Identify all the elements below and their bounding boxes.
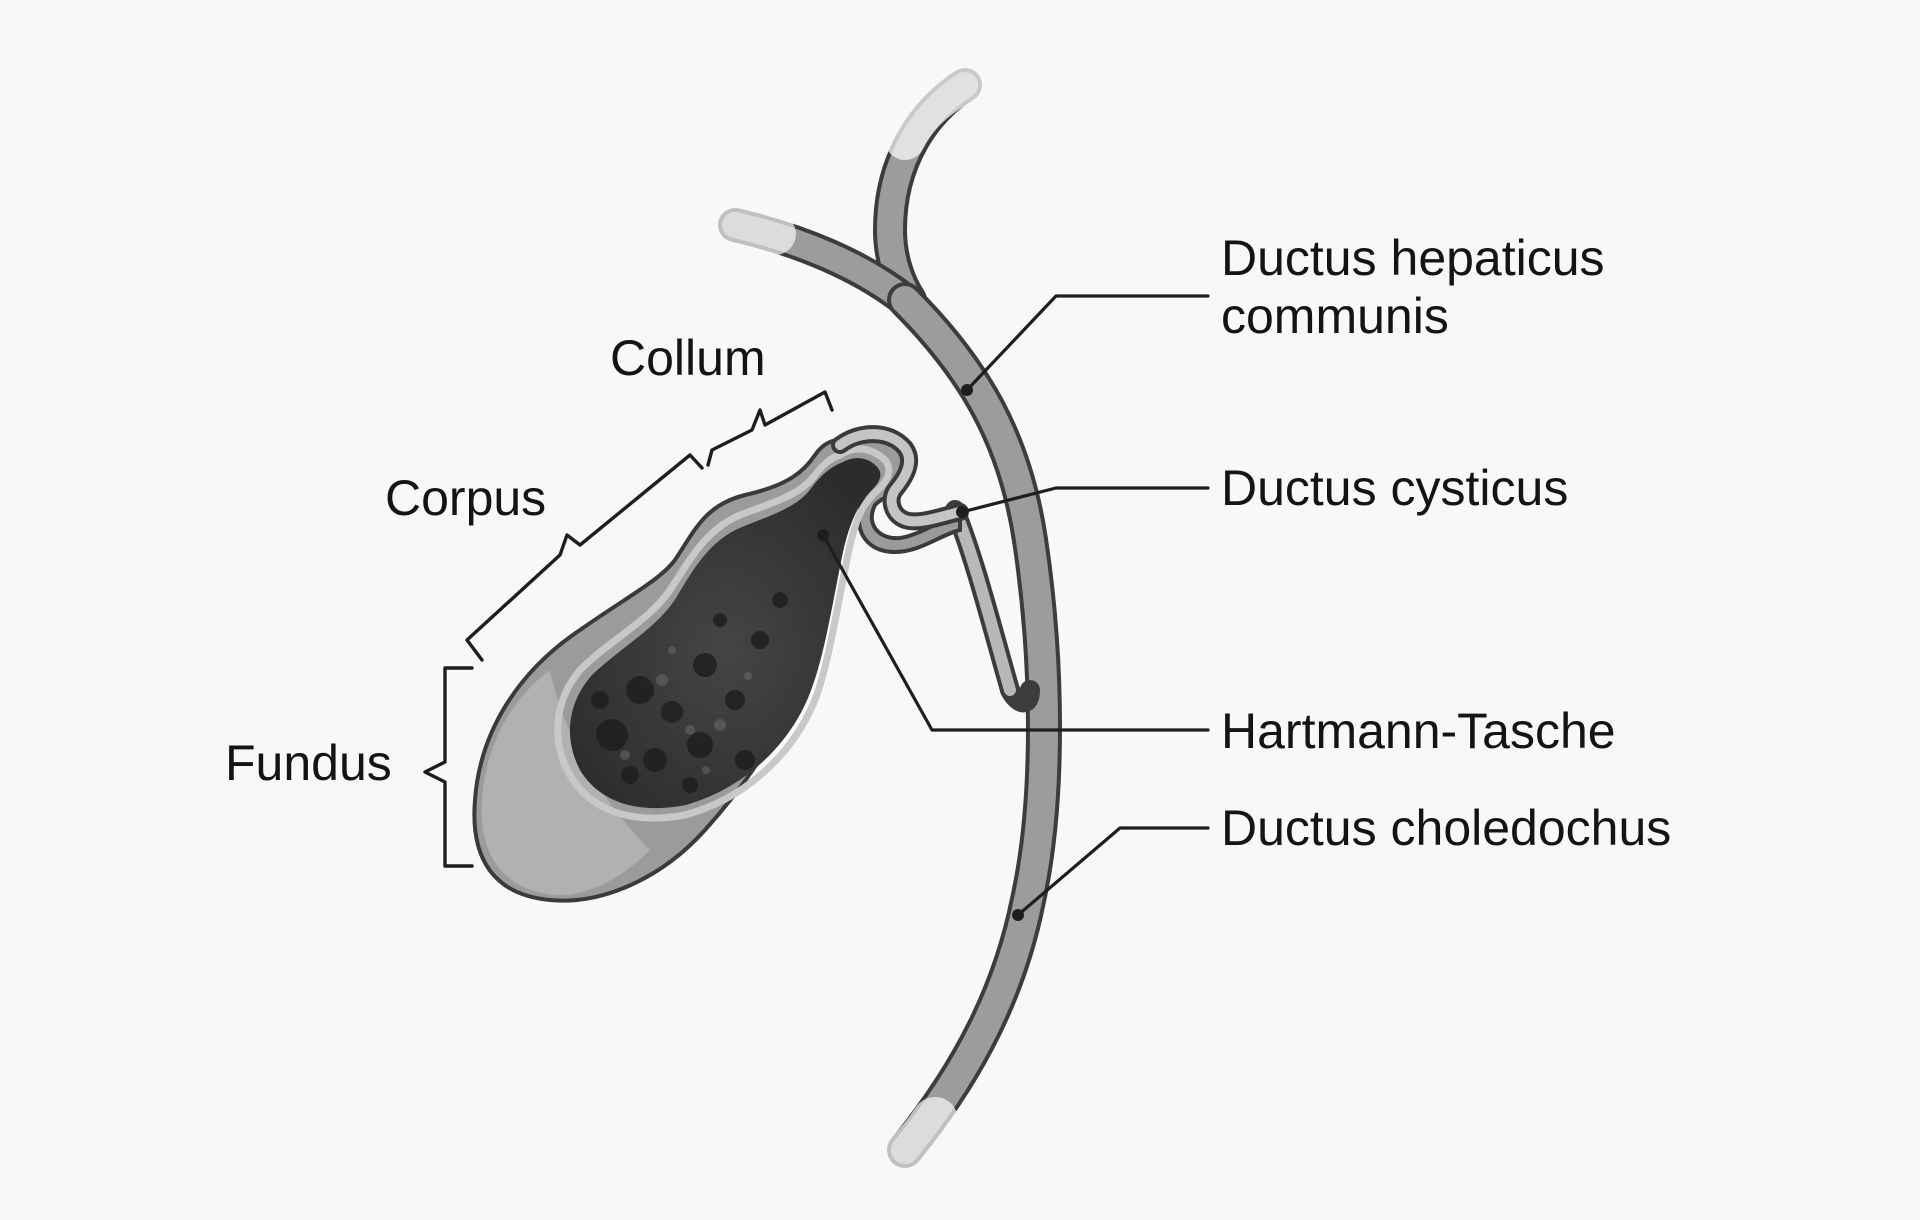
gallbladder — [472, 425, 969, 903]
label-corpus: Corpus — [385, 470, 546, 526]
label-ductus-choledochus: Ductus choledochus — [1221, 800, 1671, 856]
collum-bracket — [706, 390, 834, 467]
label-fundus: Fundus — [225, 735, 392, 791]
fundus-bracket — [423, 666, 474, 868]
label-ductus-cysticus: Ductus cysticus — [1221, 460, 1568, 516]
label-ductus-hepaticus-communis-line1: Ductus hepaticus — [1221, 230, 1605, 286]
gallstones-texture — [591, 592, 788, 793]
label-hartmann-tasche: Hartmann-Tasche — [1221, 703, 1616, 759]
gallbladder-lumen — [569, 458, 881, 809]
label-ductus-hepaticus-communis-line2: communis — [1221, 288, 1449, 344]
gallbladder-lining — [554, 445, 893, 822]
leader-lines — [817, 294, 1210, 921]
label-collum: Collum — [610, 330, 766, 386]
corpus-bracket — [465, 453, 704, 662]
